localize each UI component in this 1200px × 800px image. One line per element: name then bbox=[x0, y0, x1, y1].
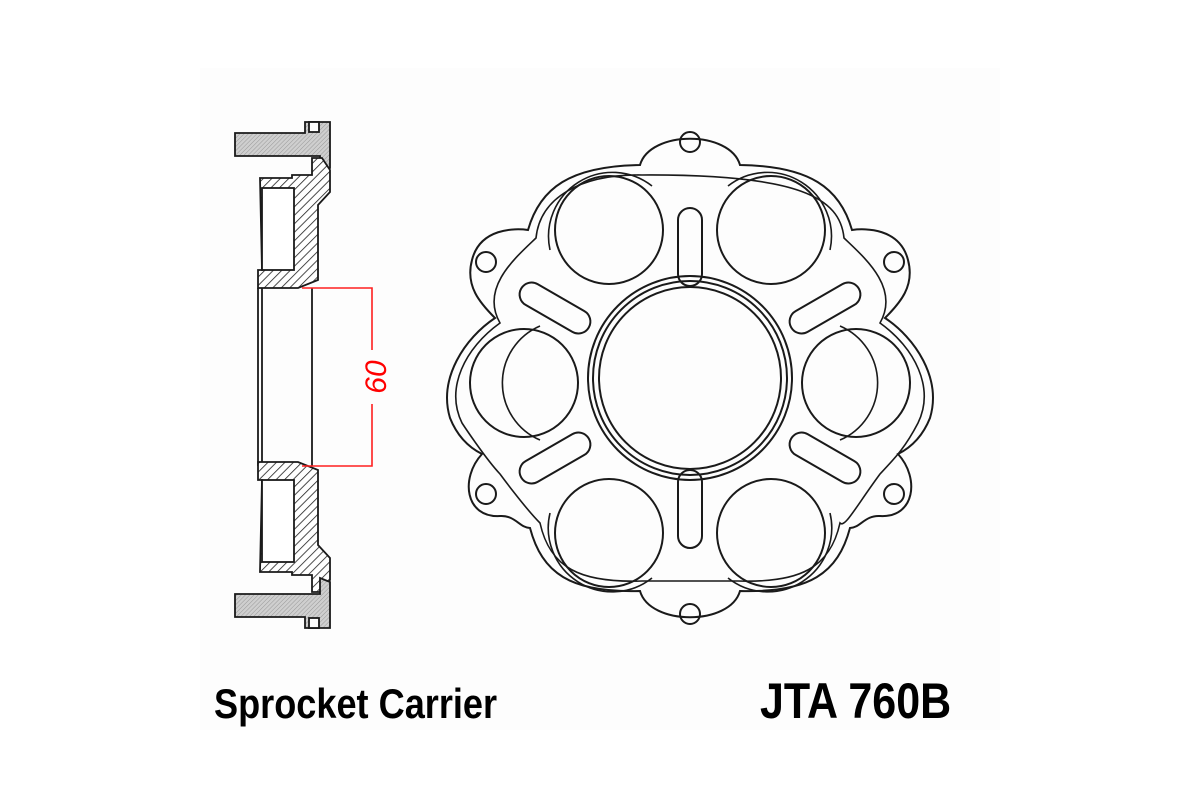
mounting-holes bbox=[475, 131, 905, 625]
diagram-title: Sprocket Carrier bbox=[214, 680, 498, 727]
center-bore bbox=[587, 275, 793, 481]
part-number: JTA 760B bbox=[760, 673, 952, 729]
bottom-flange bbox=[234, 576, 331, 629]
outer-contour bbox=[446, 137, 934, 619]
dimension-60 bbox=[302, 287, 373, 467]
dimension-label: 60 bbox=[360, 360, 393, 394]
slots bbox=[518, 207, 862, 549]
top-flange bbox=[234, 121, 331, 174]
front-view bbox=[446, 131, 934, 625]
side-section-view bbox=[234, 121, 331, 629]
